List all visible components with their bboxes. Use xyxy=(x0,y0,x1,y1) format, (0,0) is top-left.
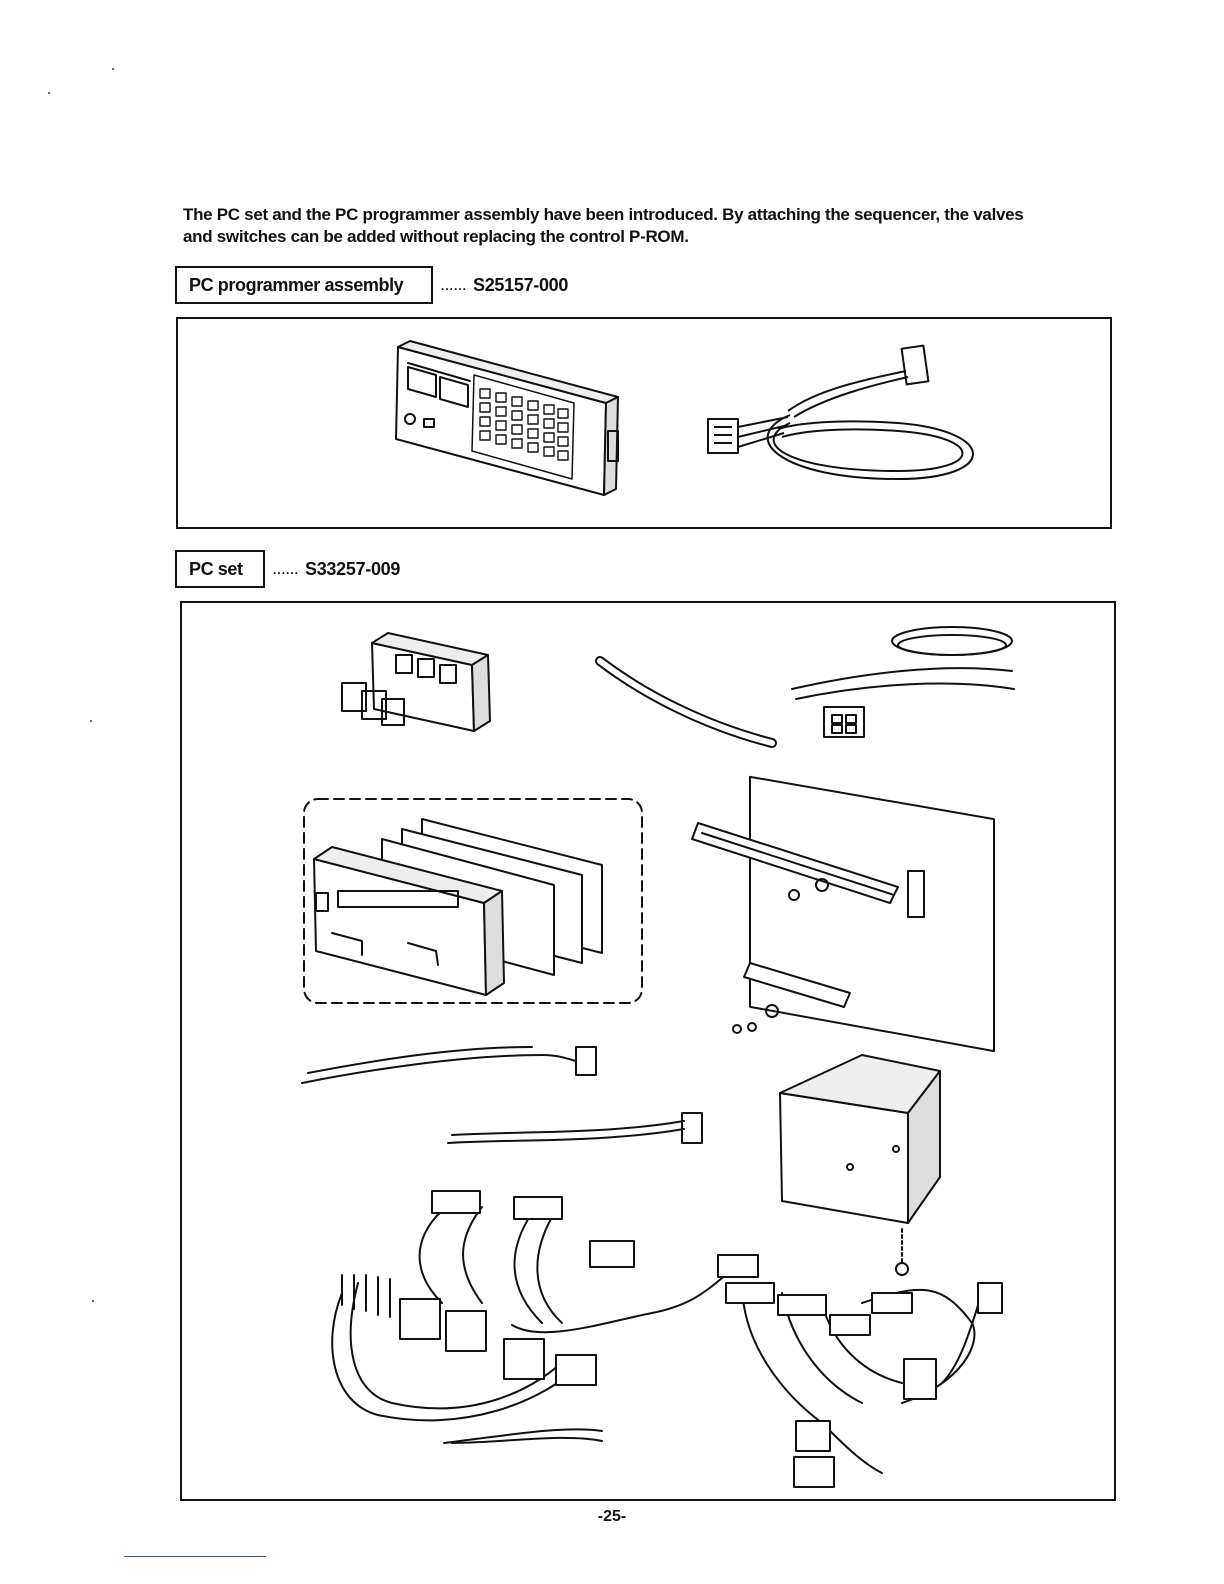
programmer-illustration-frame xyxy=(176,317,1112,529)
scan-speck xyxy=(90,720,92,722)
intro-paragraph: The PC set and the PC programmer assembl… xyxy=(183,204,1103,248)
intro-line-2: and switches can be added without replac… xyxy=(183,226,1103,248)
pcset-label: PC set xyxy=(189,559,243,580)
pcset-illustration xyxy=(182,603,1114,1499)
programmer-label-row: PC programmer assembly ...... S25157-000 xyxy=(175,266,568,304)
programmer-unit-drawing xyxy=(396,341,618,495)
programmer-part-number: S25157-000 xyxy=(473,275,568,295)
programmer-part-number-line: ...... S25157-000 xyxy=(441,275,568,296)
programmer-illustration xyxy=(178,319,1110,527)
scan-speck xyxy=(112,68,114,70)
pcset-illustration-frame xyxy=(180,601,1116,1501)
spiral-wrap-drawing xyxy=(600,661,772,743)
coiled-wire-drawing xyxy=(792,627,1014,737)
scan-speck xyxy=(92,1300,94,1302)
sensor-harness-drawing xyxy=(302,1047,702,1443)
main-harness-drawing xyxy=(332,1191,758,1420)
relay-block-drawing xyxy=(342,633,490,731)
sequencer-modules-drawing xyxy=(314,819,602,995)
pcset-label-row: PC set ...... S33257-009 xyxy=(175,550,400,588)
programmer-cable-drawing xyxy=(708,346,973,479)
mounting-plate-drawing xyxy=(692,777,994,1051)
programmer-label: PC programmer assembly xyxy=(189,275,403,296)
pcset-label-box: PC set xyxy=(175,550,265,588)
pcset-part-number-line: ...... S33257-009 xyxy=(273,559,400,580)
pcset-leader-dots: ...... xyxy=(273,563,299,577)
pcset-part-number: S33257-009 xyxy=(305,559,400,579)
cover-box-drawing xyxy=(780,1055,940,1275)
intro-line-1: The PC set and the PC programmer assembl… xyxy=(183,204,1103,226)
programmer-label-box: PC programmer assembly xyxy=(175,266,433,304)
page-number: -25- xyxy=(0,1508,1224,1526)
programmer-leader-dots: ...... xyxy=(441,279,467,293)
scan-speck xyxy=(48,92,50,94)
bottom-rule xyxy=(124,1556,266,1557)
secondary-harness-drawing xyxy=(726,1283,1002,1487)
